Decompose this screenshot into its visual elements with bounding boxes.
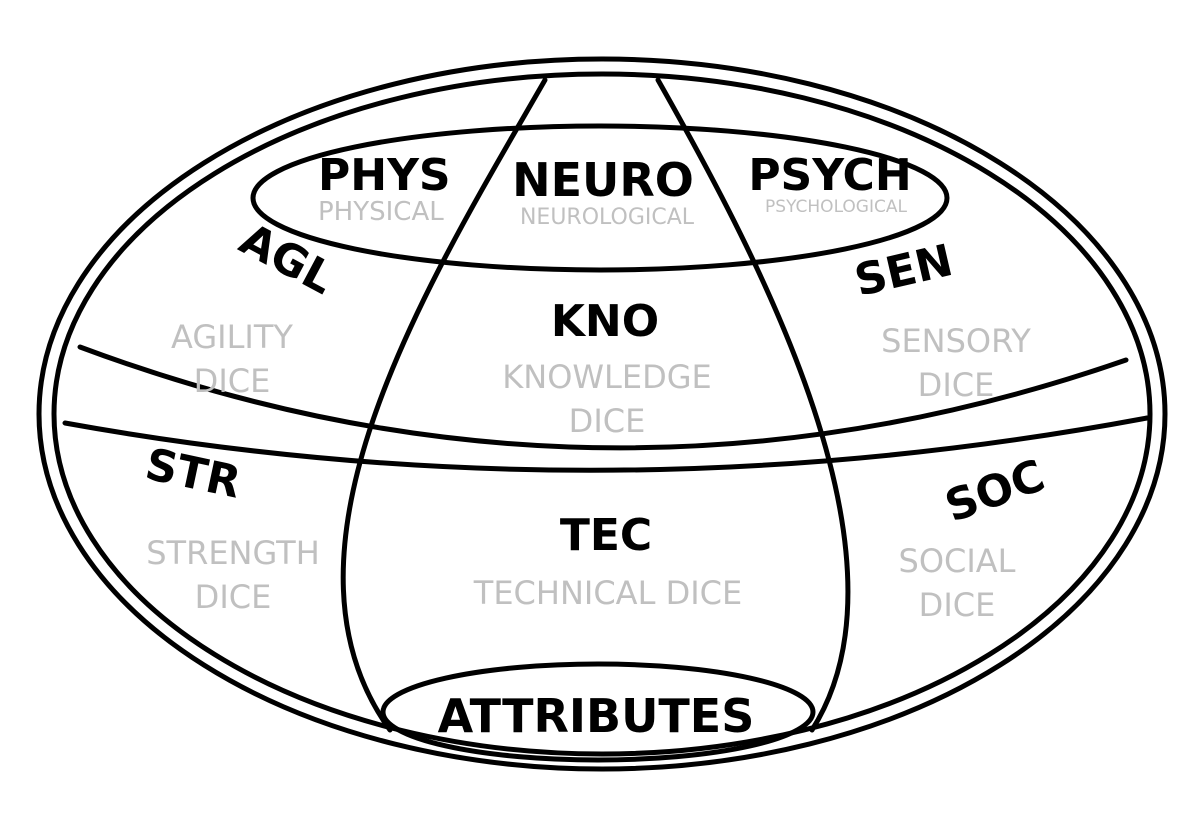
kno-line1: KNOWLEDGE [502,358,711,396]
agl-line1: AGILITY [171,318,293,356]
tec-line1: TECHNICAL DICE [473,574,742,612]
neuro-code: NEURO [512,153,694,207]
kno-code: KNO [551,296,659,347]
outer-ellipse [36,56,1168,772]
sen-line1: SENSORY [881,322,1031,360]
str-line2: DICE [195,578,272,616]
neuro-name: NEUROLOGICAL [520,205,695,230]
inner-ellipse [51,71,1153,757]
upper-latitude-curve [77,344,1129,451]
tec-code: TEC [560,510,652,561]
soc-code: SOC [939,450,1052,533]
sen-line2: DICE [918,366,995,404]
agl-line2: DICE [194,362,271,400]
soc-line2: DICE [919,586,996,624]
right-meridian-curve [655,77,851,733]
psych-name: PSYCHOLOGICAL [765,197,907,217]
phys-code: PHYS [318,150,451,201]
phys-name: PHYSICAL [318,197,444,227]
lower-latitude-curve [62,415,1150,473]
attributes-oval [380,661,816,763]
attributes-label: ATTRIBUTES [438,689,755,743]
top-ring [250,123,950,273]
soc-line1: SOCIAL [899,542,1016,580]
left-meridian-curve [340,77,548,733]
psych-code: PSYCH [748,150,911,201]
kno-line2: DICE [569,402,646,440]
str-line1: STRENGTH [146,534,320,572]
